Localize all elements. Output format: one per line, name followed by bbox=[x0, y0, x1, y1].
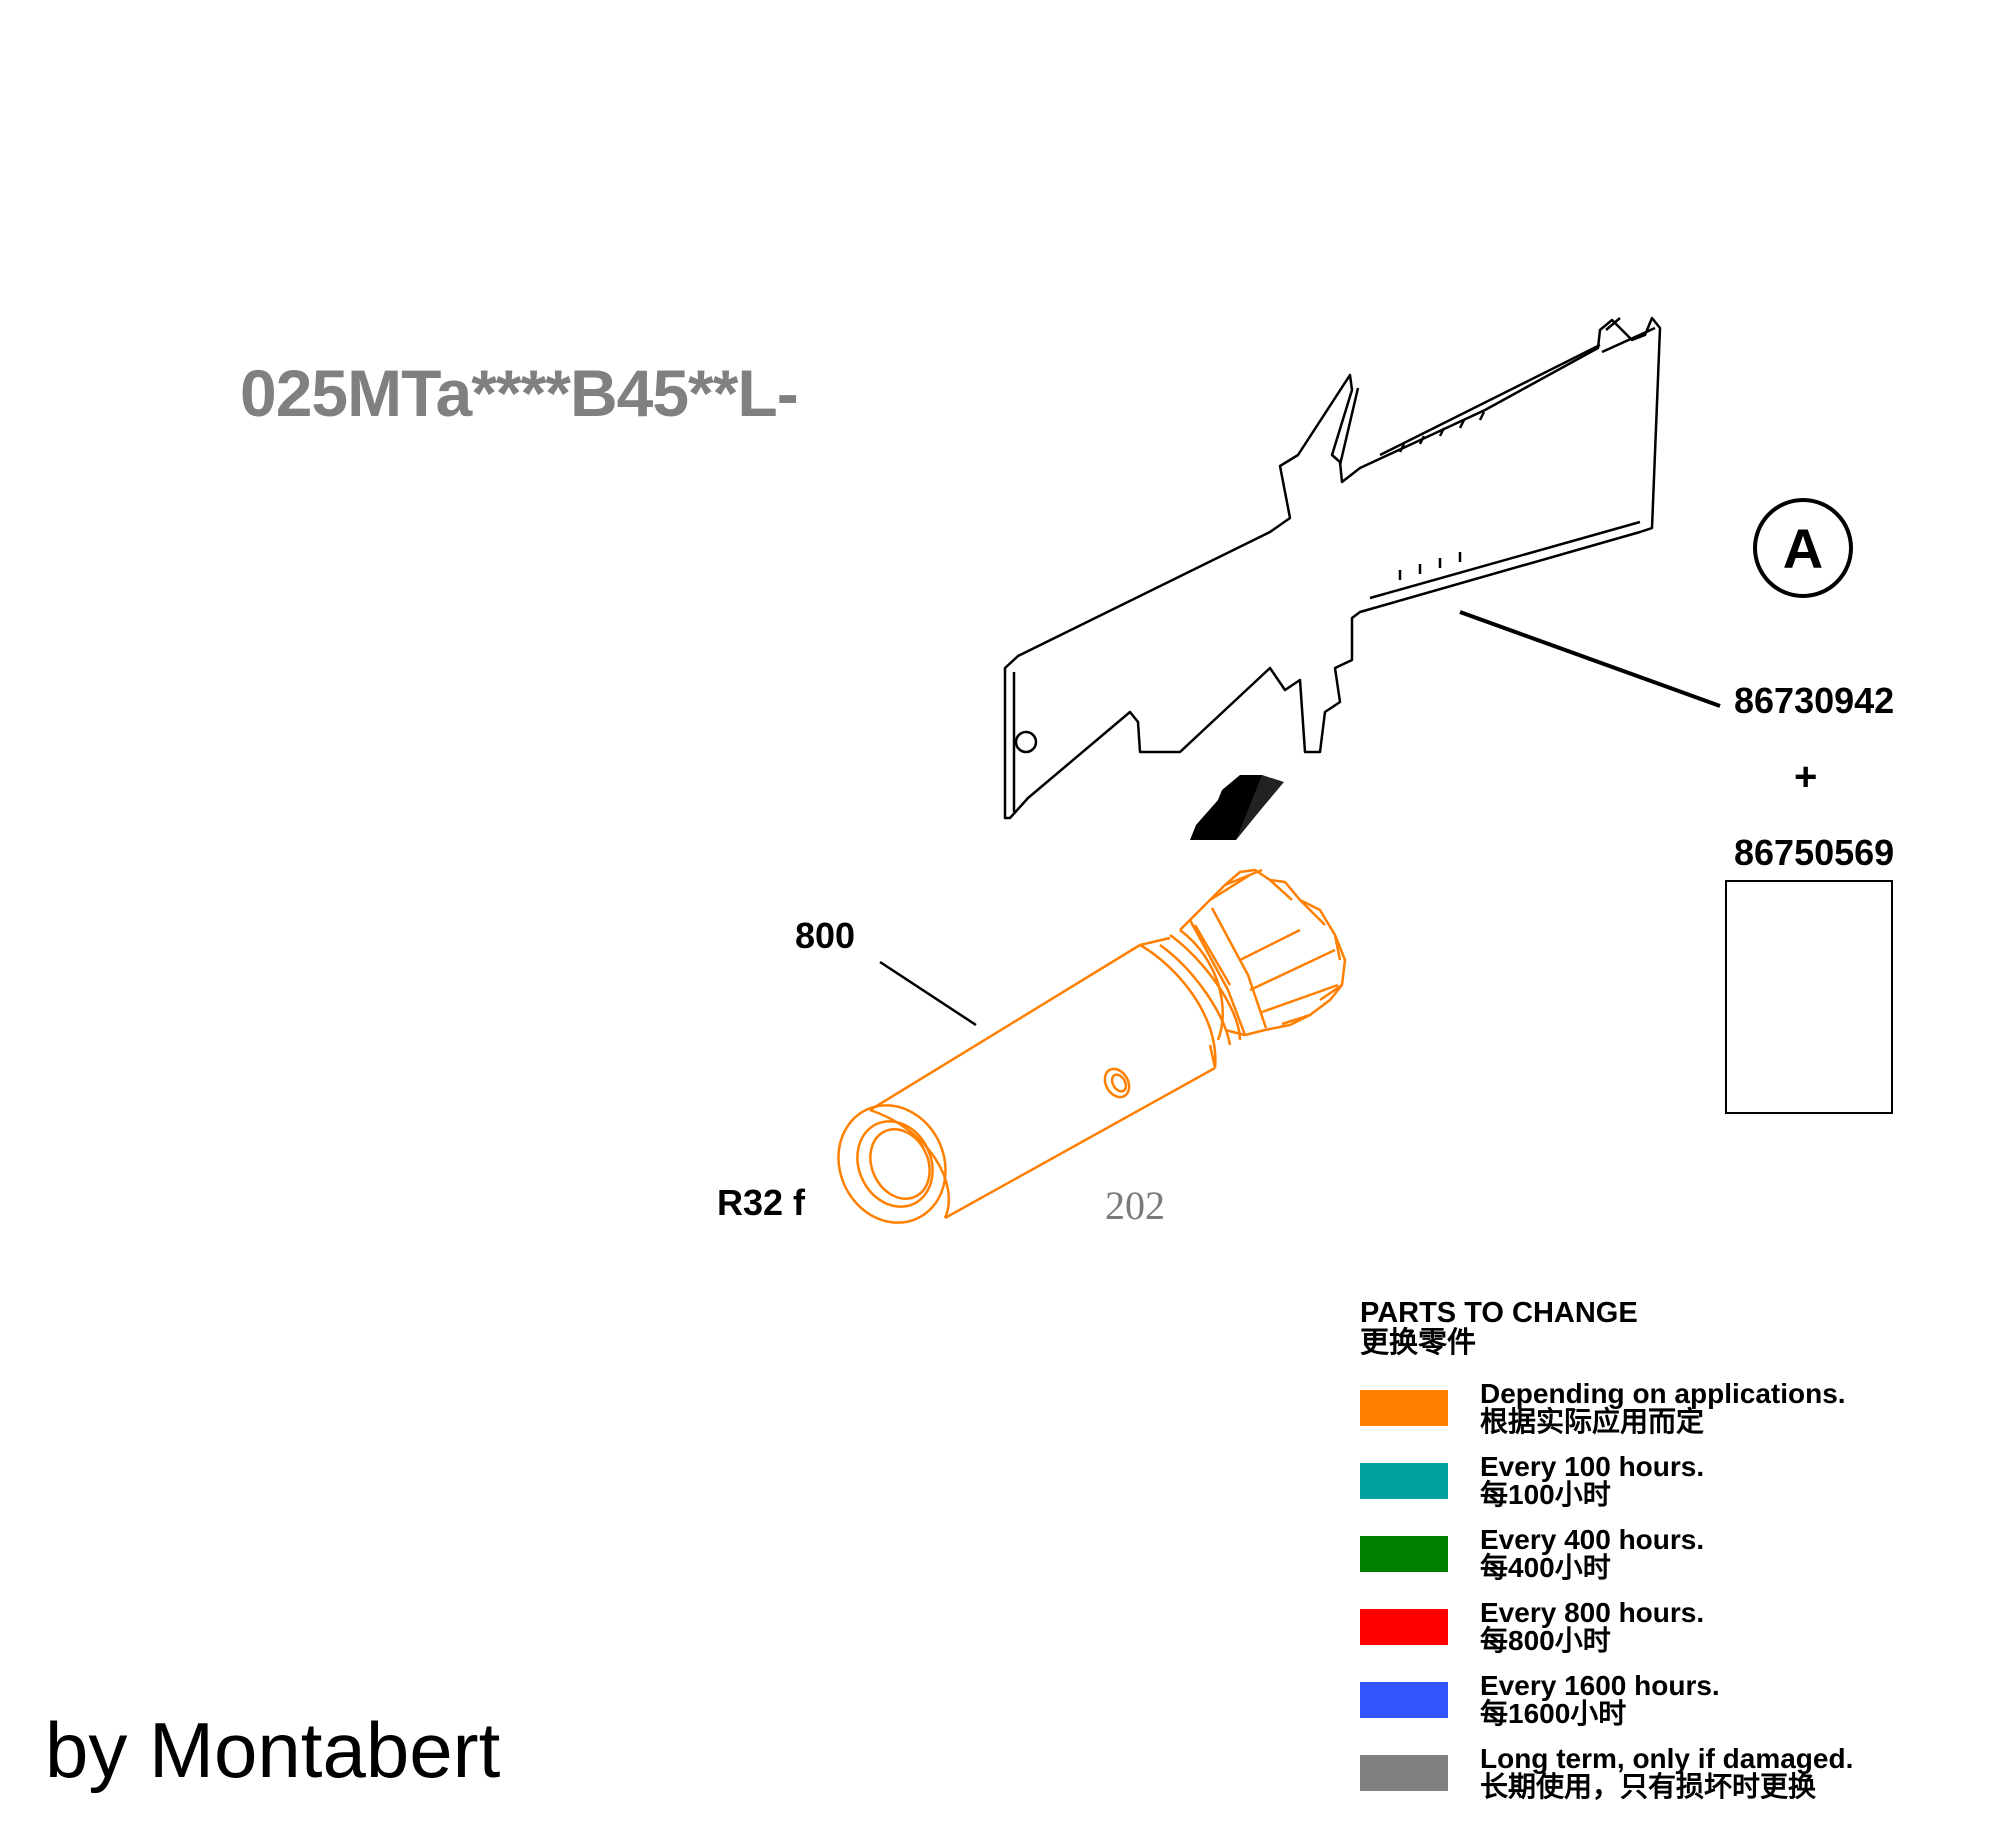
part-number-wrench: 86730942 bbox=[1734, 680, 1895, 721]
leader-line-wrench bbox=[1459, 610, 1721, 708]
callout-size-label: R32 f bbox=[717, 1182, 806, 1223]
credit-text: by Montabert bbox=[45, 1706, 501, 1794]
legend-swatch bbox=[1360, 1463, 1448, 1499]
wrench-tool-icon bbox=[1003, 316, 1662, 820]
legend-row: Every 800 hours. 每800小时 bbox=[1360, 1599, 1980, 1672]
thumbnail-frame bbox=[1725, 880, 1893, 1114]
legend-title-zh: 更换零件 bbox=[1360, 1327, 1477, 1359]
legend-text-zh: 每100小时 bbox=[1480, 1479, 1611, 1510]
part-number-kit: 86750569 bbox=[1734, 832, 1895, 873]
legend-text: Depending on applications. 根据实际应用而定 bbox=[1480, 1380, 1846, 1436]
legend-swatch bbox=[1360, 1682, 1448, 1718]
legend-swatch bbox=[1360, 1536, 1448, 1572]
legend-swatch bbox=[1360, 1390, 1448, 1426]
view-label: A bbox=[1782, 516, 1824, 580]
legend-text: Every 100 hours. 每100小时 bbox=[1480, 1453, 1704, 1509]
legend-row: Long term, only if damaged. 长期使用，只有损坏时更换 bbox=[1360, 1745, 1980, 1818]
legend-swatch bbox=[1360, 1755, 1448, 1791]
page-number: 202 bbox=[1105, 1183, 1165, 1228]
legend-text-zh: 每800小时 bbox=[1480, 1625, 1611, 1656]
legend-text-zh: 每400小时 bbox=[1480, 1552, 1611, 1583]
shaft-gear-part-icon bbox=[837, 868, 1347, 1224]
legend-text-en: Long term, only if damaged. bbox=[1480, 1743, 1854, 1774]
legend-row: Every 1600 hours. 每1600小时 bbox=[1360, 1672, 1980, 1745]
legend-text-zh: 根据实际应用而定 bbox=[1480, 1406, 1705, 1437]
legend-text: Long term, only if damaged. 长期使用，只有损坏时更换 bbox=[1480, 1745, 1853, 1801]
legend-text: Every 800 hours. 每800小时 bbox=[1480, 1599, 1704, 1655]
legend-row: Every 100 hours. 每100小时 bbox=[1360, 1453, 1980, 1526]
plus-sign: + bbox=[1794, 755, 1818, 799]
legend-text-zh: 每1600小时 bbox=[1480, 1698, 1627, 1729]
legend-title-en: PARTS TO CHANGE bbox=[1360, 1297, 1638, 1329]
legend-row: Depending on applications. 根据实际应用而定 bbox=[1360, 1380, 1980, 1453]
legend-text-en: Every 800 hours. bbox=[1480, 1597, 1705, 1628]
legend-text: Every 400 hours. 每400小时 bbox=[1480, 1526, 1704, 1582]
circle-letter-icon: A bbox=[1753, 498, 1853, 598]
legend: PARTS TO CHANGE 更换零件 Depending on applic… bbox=[1360, 1298, 1980, 1818]
callout-part-800: 800 bbox=[795, 915, 856, 956]
legend-text-zh: 长期使用，只有损坏时更换 bbox=[1480, 1771, 1817, 1802]
leader-line-800 bbox=[879, 960, 977, 1027]
legend-swatch bbox=[1360, 1609, 1448, 1645]
model-code-title: 025MTa****B45**L- bbox=[240, 356, 799, 430]
legend-text-en: Every 400 hours. bbox=[1480, 1524, 1705, 1555]
down-arrow-icon bbox=[1190, 775, 1284, 840]
legend-rows: Depending on applications. 根据实际应用而定 Ever… bbox=[1360, 1380, 1980, 1818]
legend-text: Every 1600 hours. 每1600小时 bbox=[1480, 1672, 1720, 1728]
legend-row: Every 400 hours. 每400小时 bbox=[1360, 1526, 1980, 1599]
legend-text-en: Every 100 hours. bbox=[1480, 1451, 1705, 1482]
legend-text-en: Depending on applications. bbox=[1480, 1378, 1846, 1409]
legend-text-en: Every 1600 hours. bbox=[1480, 1670, 1720, 1701]
